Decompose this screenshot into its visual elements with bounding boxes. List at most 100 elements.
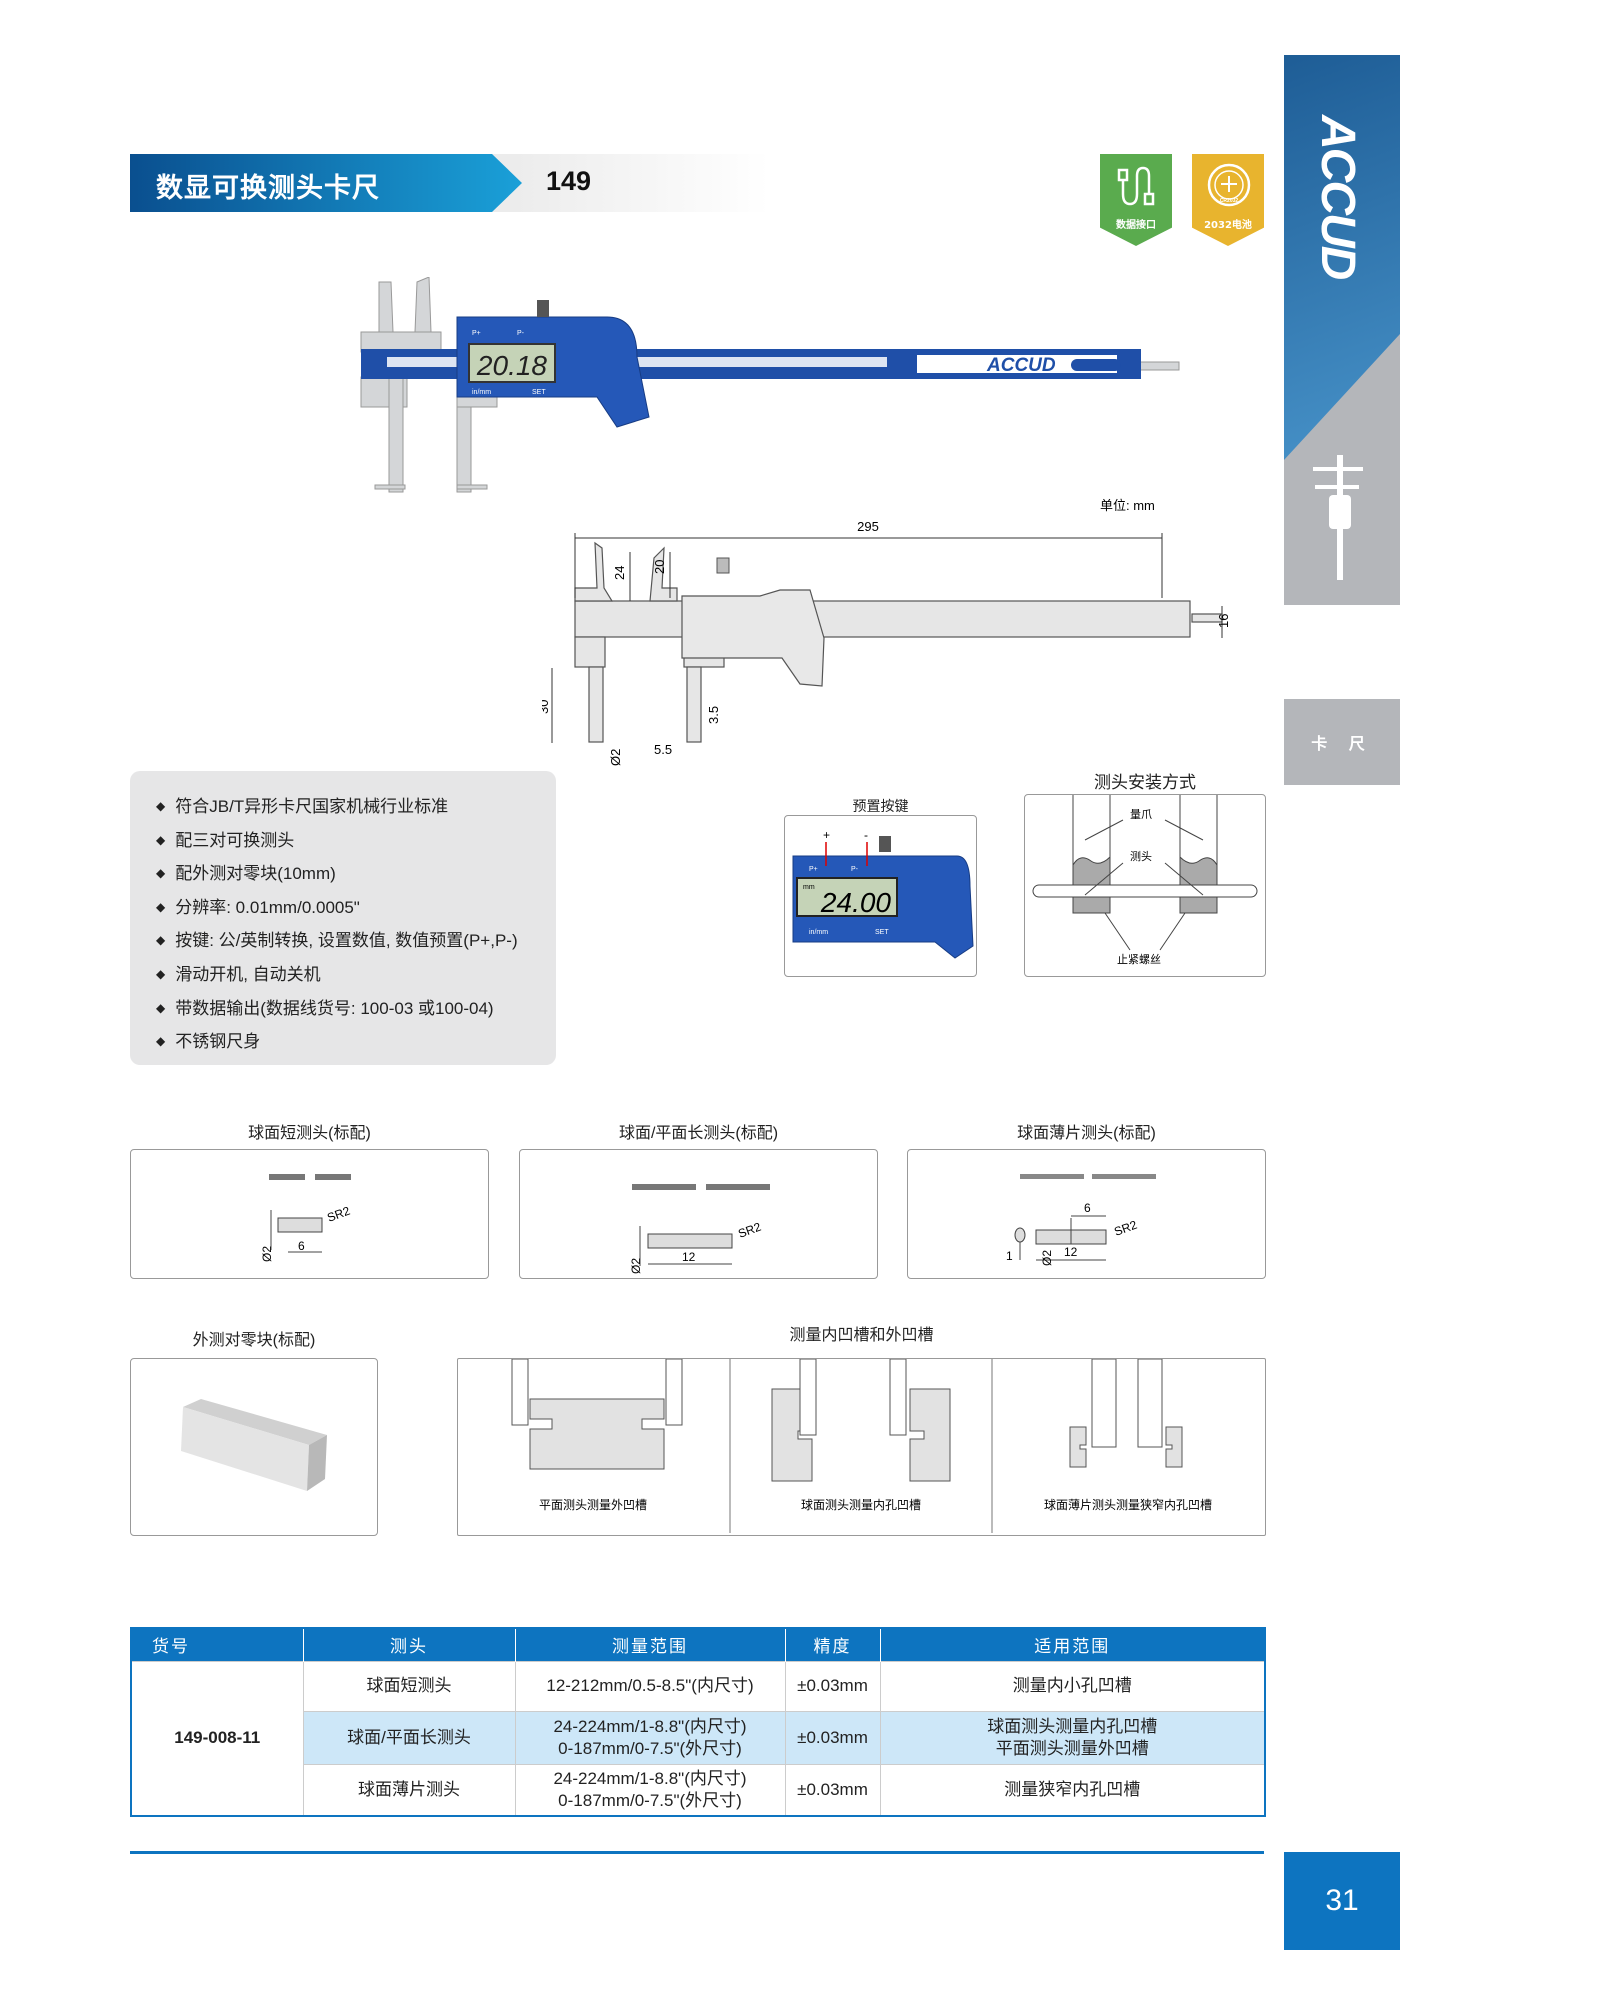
part-number: 149-008-11 bbox=[130, 1660, 304, 1817]
screw-label: 止紧螺丝 bbox=[1117, 953, 1161, 966]
usb-cable-icon bbox=[1117, 166, 1155, 206]
side-brand-logo: ACCUD bbox=[1311, 115, 1364, 279]
table-row: 149-008-11 球面短测头 12-212mm/0.5-8.5"(内尺寸) … bbox=[130, 1660, 1266, 1817]
probe-diameter: Ø2 bbox=[1040, 1250, 1054, 1266]
feature-list: 符合JB/T异形卡尺国家机械行业标准 配三对可换测头 配外测对零块(10mm) … bbox=[130, 771, 556, 1065]
coin-battery-icon: CR2032 bbox=[1207, 163, 1251, 207]
category-tab: 卡 尺 bbox=[1284, 699, 1400, 785]
short-probe-drawing: SR2 6 Ø2 bbox=[260, 1174, 352, 1262]
dim-24: 24 bbox=[612, 566, 627, 580]
header-probe: 测头 bbox=[302, 1628, 515, 1661]
mount-title: 测头安装方式 bbox=[1094, 773, 1196, 792]
caliper-icon bbox=[1313, 455, 1363, 580]
battery-label: 2032电池 bbox=[1204, 220, 1252, 231]
btn-inmm-label: in/mm bbox=[472, 389, 491, 396]
btn-set-label: SET bbox=[532, 389, 546, 396]
dim-16: 16 bbox=[1216, 614, 1231, 628]
btn-plus-label: P+ bbox=[472, 330, 481, 337]
feature-item: 配外测对零块(10mm) bbox=[156, 858, 556, 892]
feature-item: 符合JB/T异形卡尺国家机械行业标准 bbox=[156, 791, 556, 825]
probe-length: 12 bbox=[1064, 1245, 1078, 1259]
model-number: 149 bbox=[546, 166, 592, 196]
zero-block-figure bbox=[130, 1358, 378, 1536]
p-plus-label: P+ bbox=[809, 866, 818, 873]
cell-accuracy: ±0.03mm bbox=[784, 1763, 881, 1817]
battery-badge: CR2032 2032电池 bbox=[1192, 154, 1264, 246]
title-banner-blue bbox=[130, 154, 522, 212]
probe-title-short: 球面短测头(标配) bbox=[248, 1125, 371, 1142]
probe-length: 6 bbox=[298, 1239, 305, 1253]
probe-mount-figure: 量爪 测头 止紧螺丝 bbox=[1024, 794, 1266, 977]
plus-mark: + bbox=[823, 828, 830, 842]
cell-usage: 测量内小孔凹槽 bbox=[879, 1660, 1266, 1712]
cell-probe: 球面短测头 bbox=[302, 1660, 516, 1712]
display-unit-illustration: + - mm 24.00 P+ P- in/mm SET bbox=[792, 828, 974, 959]
preset-lcd-reading: 24.00 bbox=[820, 887, 891, 918]
page-number: 31 bbox=[1284, 1852, 1400, 1950]
probe-label: 测头 bbox=[1130, 850, 1152, 863]
caliper-product-photo: ACCUD 20.18 P+ P- in/mm SET bbox=[360, 277, 1180, 493]
header-usage: 适用范围 bbox=[879, 1628, 1265, 1661]
cell-probe: 球面/平面长测头 bbox=[302, 1710, 516, 1765]
cell-probe: 球面薄片测头 bbox=[302, 1763, 516, 1817]
probe-sr: SR2 bbox=[1112, 1218, 1139, 1239]
caliper-brand: ACCUD bbox=[986, 355, 1056, 376]
feature-item: 不锈钢尺身 bbox=[156, 1026, 556, 1060]
groove-caption: 球面测头测量内孔凹槽 bbox=[801, 1498, 921, 1512]
cell-usage: 球面测头测量内孔凹槽平面测头测量外凹槽 bbox=[879, 1710, 1266, 1765]
btn-minus-label: P- bbox=[517, 330, 525, 337]
drawing-beam bbox=[574, 600, 1191, 638]
probe-thin-figure: SR2 6 12 1 Ø2 bbox=[907, 1149, 1266, 1279]
lcd-reading: 20.18 bbox=[476, 350, 547, 381]
cell-usage: 测量狭窄内孔凹槽 bbox=[879, 1763, 1266, 1817]
jaw-label: 量爪 bbox=[1130, 808, 1152, 821]
usage-line: 平面测头测量外凹槽 bbox=[995, 1738, 1149, 1758]
side-brand-strip: ACCUD bbox=[1284, 55, 1400, 605]
brand-plate bbox=[917, 355, 1117, 373]
probe-diameter: Ø2 bbox=[629, 1258, 643, 1274]
lock-screw bbox=[879, 836, 891, 852]
probe-width: 6 bbox=[1084, 1201, 1091, 1215]
table-row: 球面/平面长测头 24-224mm/1-8.8"(内尺寸)0-187mm/0-7… bbox=[131, 1710, 1266, 1765]
footer-divider bbox=[130, 1851, 1264, 1854]
dim-20: 20 bbox=[652, 560, 667, 574]
table-header: 货号 测头 测量范围 精度 适用范围 bbox=[130, 1628, 1265, 1661]
range-outer: 0-187mm/0-7.5"(外尺寸) bbox=[558, 1738, 742, 1758]
grooves-diagram: 平面测头测量外凹槽 球面测头测量内孔凹槽 球面薄片测头测量狭窄内孔凹槽 bbox=[511, 1358, 1212, 1533]
cell-accuracy: ±0.03mm bbox=[784, 1660, 881, 1712]
feature-item: 滑动开机, 自动关机 bbox=[156, 959, 556, 993]
dim-30: 30 bbox=[542, 700, 551, 714]
range-inner: 24-224mm/1-8.8"(内尺寸) bbox=[553, 1716, 747, 1736]
header-accuracy: 精度 bbox=[784, 1628, 880, 1661]
page-title: 数显可换测头卡尺 bbox=[156, 173, 380, 204]
probe-length: 12 bbox=[682, 1250, 696, 1264]
header-range: 测量范围 bbox=[514, 1628, 785, 1661]
set-label: SET bbox=[875, 929, 889, 936]
cell-range: 24-224mm/1-8.8"(内尺寸)0-187mm/0-7.5"(外尺寸) bbox=[514, 1710, 786, 1765]
groove-caption: 球面薄片测头测量狭窄内孔凹槽 bbox=[1044, 1497, 1212, 1512]
feature-item: 配三对可换测头 bbox=[156, 825, 556, 859]
usage-line: 球面测头测量内孔凹槽 bbox=[987, 1716, 1158, 1736]
unit-label: 单位: mm bbox=[1100, 498, 1155, 513]
table-row: 球面薄片测头 24-224mm/1-8.8"(内尺寸)0-187mm/0-7.5… bbox=[131, 1763, 1266, 1817]
range-outer: 0-187mm/0-7.5"(外尺寸) bbox=[558, 1790, 742, 1810]
inmm-label: in/mm bbox=[809, 929, 828, 936]
probe-title-thin: 球面薄片测头(标配) bbox=[1017, 1125, 1156, 1142]
data-port-badge: 数据接口 bbox=[1100, 154, 1172, 246]
dim-length: 295 bbox=[857, 519, 879, 534]
dim-diameter: Ø2 bbox=[608, 749, 623, 766]
probe-short-figure: SR2 6 Ø2 bbox=[130, 1149, 489, 1279]
lcd-screen bbox=[468, 343, 556, 383]
feature-item: 带数据输出(数据线货号: 100-03 或100-04) bbox=[156, 993, 556, 1027]
lock-screw bbox=[537, 300, 549, 317]
probe-thickness: 1 bbox=[1006, 1249, 1013, 1263]
feature-item: 按键: 公/英制转换, 设置数值, 数值预置(P+,P-) bbox=[156, 925, 556, 959]
title-banner: 数显可换测头卡尺 149 bbox=[130, 154, 770, 212]
zero-block-image bbox=[181, 1399, 327, 1491]
battery-text: CR2032 bbox=[1220, 198, 1239, 204]
zero-block-title: 外测对零块(标配) bbox=[192, 1332, 316, 1349]
mount-diagram: 量爪 测头 止紧螺丝 bbox=[1032, 795, 1258, 966]
feature-item: 分辨率: 0.01mm/0.0005" bbox=[156, 892, 556, 926]
lcd-unit: mm bbox=[803, 884, 815, 891]
grooves-figure: 平面测头测量外凹槽 球面测头测量内孔凹槽 球面薄片测头测量狭窄内孔凹槽 bbox=[457, 1358, 1266, 1536]
